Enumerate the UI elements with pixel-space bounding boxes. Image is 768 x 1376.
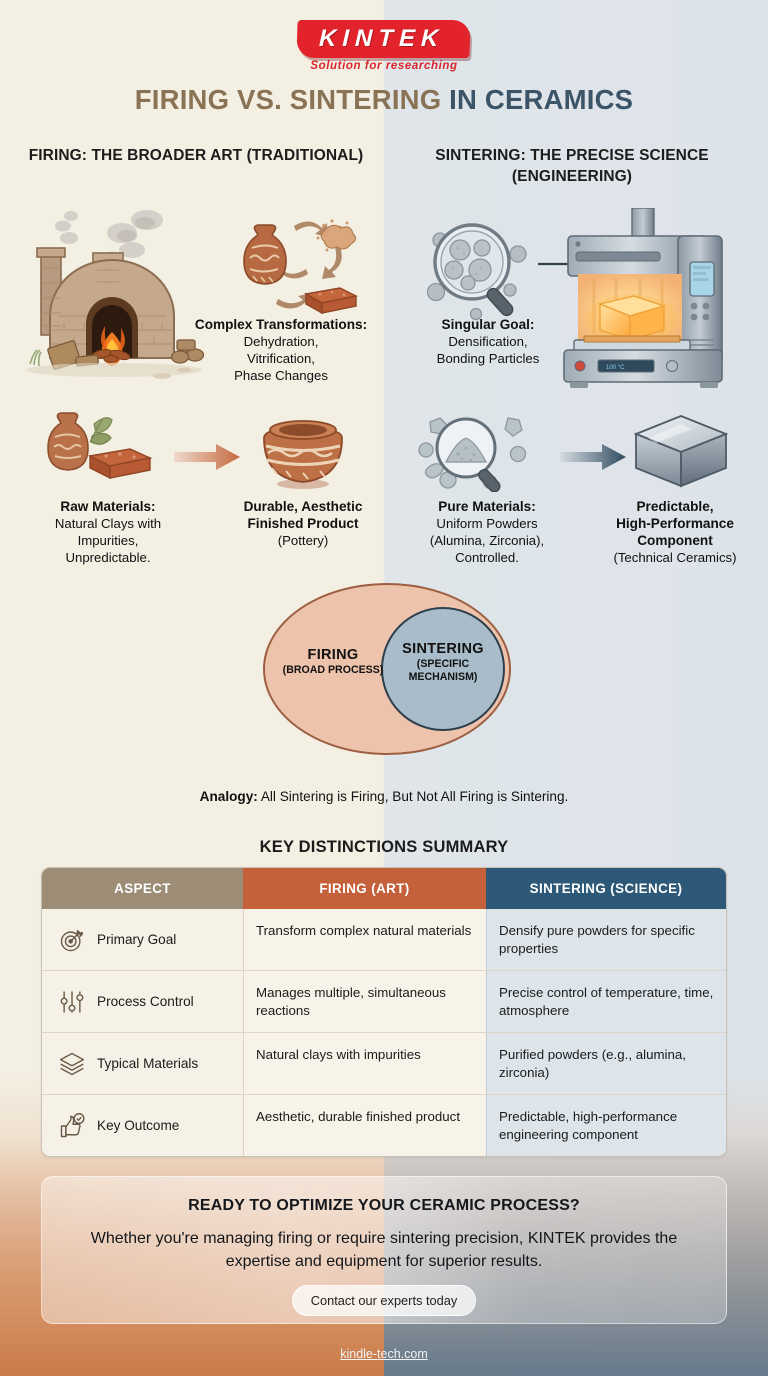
raw-materials-line3: Unpredictable. [65,550,151,565]
predictable-component-block: Predictable, High-Performance Component … [586,498,764,566]
table-cell-firing: Natural clays with impurities [243,1033,486,1094]
complex-transformations-block: Complex Transformations: Dehydration, Vi… [186,316,376,384]
predictable-component-line2: High-Performance [616,516,734,531]
singular-goal-title: Singular Goal: [441,317,535,332]
pure-powder-illustration [418,417,527,492]
raw-materials-line1: Natural Clays with [54,516,162,531]
finished-product-sub: (Pottery) [277,533,329,548]
brick-kiln-illustration [26,210,205,379]
pure-materials-line3: Controlled. [455,550,519,565]
table-cell-firing: Aesthetic, durable finished product [243,1095,486,1156]
raw-materials-line2: Impurities, [77,533,139,548]
venn-diagram: FIRING (BROAD PROCESS) SINTERING (SPECIF… [263,583,511,755]
particle-magnifier-illustration [426,223,527,321]
complex-transformations-line2: Vitrification, [247,351,315,366]
pure-materials-title: Pure Materials: [438,499,536,514]
predictable-component-line1: Predictable, [636,499,714,514]
cta-title: READY TO OPTIMIZE YOUR CERAMIC PROCESS? [188,1197,580,1214]
cta-panel: READY TO OPTIMIZE YOUR CERAMIC PROCESS? … [41,1176,727,1324]
analogy-text: Analogy: All Sintering is Firing, But No… [0,789,768,804]
venn-firing-title: FIRING [307,647,359,663]
thumbs-up-check-icon [60,1112,85,1137]
table-row: Key Outcome Aesthetic, durable finished … [42,1094,726,1156]
finished-product-line1: Durable, Aesthetic [243,499,363,514]
logo-badge: KINTEK [296,20,472,58]
table-cell-aspect: Typical Materials [42,1033,243,1094]
table-aspect-label: Process Control [97,993,194,1009]
table-header-row: ASPECT FIRING (ART) SINTERING (SCIENCE) [42,868,726,909]
key-distinctions-table: ASPECT FIRING (ART) SINTERING (SCIENCE) … [41,867,727,1157]
raw-materials-illustration [47,412,153,480]
table-row: Primary Goal Transform complex natural m… [42,909,726,970]
logo-tagline: Solution for researching [310,60,458,72]
complex-transformations-title: Complex Transformations: [194,317,368,332]
venn-inner-circle-sintering [381,607,505,731]
table-row: Typical Materials Natural clays with imp… [42,1032,726,1094]
analogy-label: Analogy: [199,789,258,804]
singular-goal-line2: Bonding Particles [436,351,540,366]
pure-materials-block: Pure Materials: Uniform Powders (Alumina… [398,498,576,566]
singular-goal-line1: Densification, [448,334,528,349]
table-cell-aspect: Key Outcome [42,1095,243,1156]
page-title: FIRING VS. SINTERING IN CERAMICS [0,84,768,116]
table-header-aspect: ASPECT [42,868,243,909]
logo-text: KINTEK [318,25,446,52]
finished-product-line2: Finished Product [247,516,359,531]
table-title: KEY DISTINCTIONS SUMMARY [259,838,509,856]
table-cell-sintering: Precise control of temperature, time, at… [486,971,726,1032]
predictable-component-line3: Component [637,533,713,548]
pottery-transformation-illustration [243,219,358,315]
table-header-firing: FIRING (ART) [243,868,486,909]
predictable-component-sub: (Technical Ceramics) [613,550,737,565]
target-icon [60,929,84,951]
table-cell-sintering: Purified powders (e.g., alumina, zirconi… [486,1033,726,1094]
page-title-part1: FIRING VS. SINTERING [134,84,450,115]
venn-firing-label: FIRING (BROAD PROCESS) [281,647,385,676]
venn-sintering-title: SINTERING [402,641,484,657]
table-cell-firing: Manages multiple, simultaneous reactions [243,971,486,1032]
table-body: Primary Goal Transform complex natural m… [42,909,726,1156]
left-column-heading: FIRING: THE BROADER ART (TRADITIONAL) [28,147,364,164]
page-title-part2: IN CERAMICS [449,84,634,115]
brand-logo: KINTEK Solution for researching [0,20,768,72]
pure-materials-line2: (Alumina, Zirconia), [429,533,545,548]
sintering-furnace-illustration: 100 °C [563,208,723,388]
table-aspect-label: Typical Materials [97,1055,199,1071]
table-header-sintering: SINTERING (SCIENCE) [486,868,726,909]
raw-materials-title: Raw Materials: [60,499,156,514]
complex-transformations-line3: Phase Changes [234,368,328,383]
table-cell-aspect: Primary Goal [42,909,243,970]
table-cell-sintering: Densify pure powders for specific proper… [486,909,726,970]
table-cell-sintering: Predictable, high-performance engineerin… [486,1095,726,1156]
analogy-body: All Sintering is Firing, But Not All Fir… [257,789,569,804]
sliders-icon [60,991,84,1012]
finished-product-block: Durable, Aesthetic Finished Product (Pot… [212,498,394,549]
footer-url[interactable]: kindle-tech.com [340,1347,428,1361]
raw-materials-block: Raw Materials: Natural Clays with Impuri… [24,498,192,566]
firing-process-arrow [174,444,240,470]
sintered-component-illustration [633,415,729,488]
singular-goal-block: Singular Goal: Densification, Bonding Pa… [404,316,572,367]
table-aspect-label: Primary Goal [97,931,177,947]
table-aspect-label: Key Outcome [97,1117,180,1133]
sintering-process-arrow [560,444,626,470]
pure-materials-line1: Uniform Powders [436,516,538,531]
right-column-heading: SINTERING: THE PRECISE SCIENCE (ENGINEER… [435,147,709,185]
table-cell-aspect: Process Control [42,971,243,1032]
cta-body: Whether you're managing firing or requir… [90,1230,678,1270]
layers-icon [59,1052,85,1075]
table-cell-firing: Transform complex natural materials [243,909,486,970]
contact-experts-button[interactable]: Contact our experts today [291,1285,477,1316]
svg-text:100 °C: 100 °C [606,365,625,371]
venn-firing-sub: (BROAD PROCESS) [282,664,384,676]
table-row: Process Control Manages multiple, simult… [42,970,726,1032]
complex-transformations-line1: Dehydration, [243,334,319,349]
finished-pottery-illustration [263,420,343,489]
